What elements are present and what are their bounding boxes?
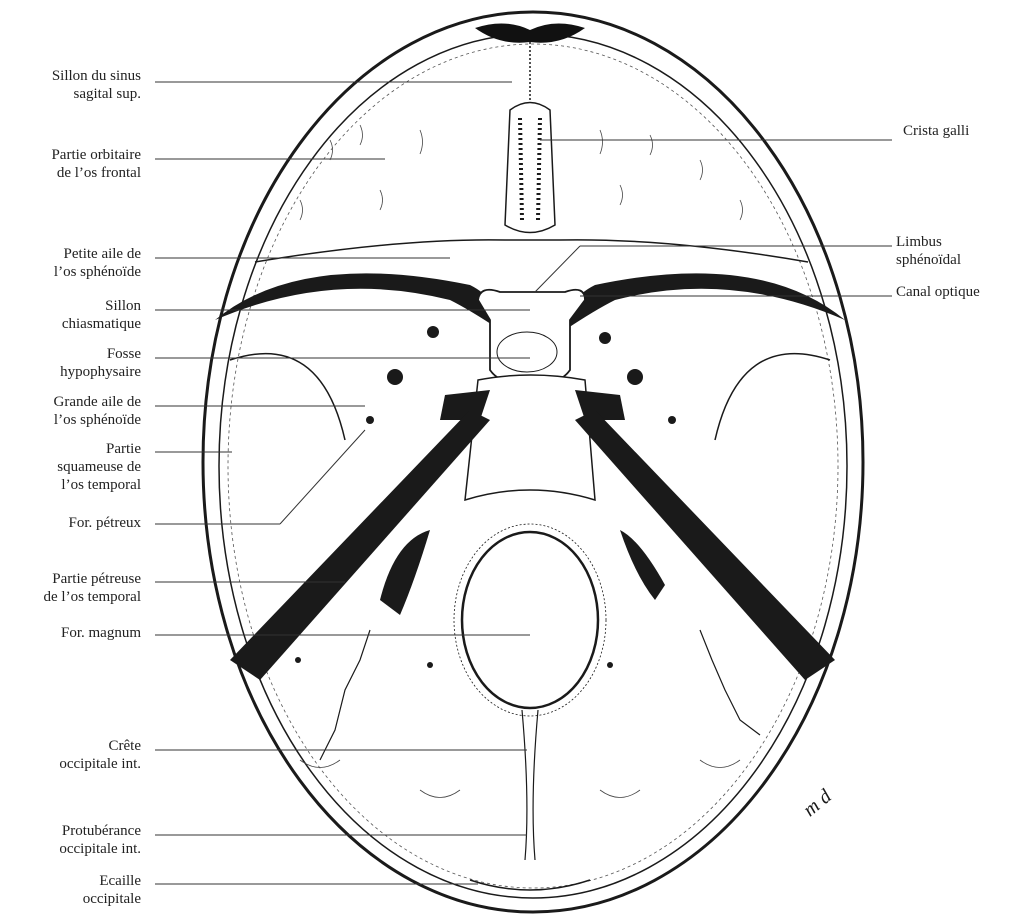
- lesser-wing-ridge: [215, 273, 500, 330]
- label-crete-occipitale: Crête occipitale int.: [59, 737, 141, 773]
- label-partie-petreuse: Partie pétreuse de l’os temporal: [44, 570, 141, 606]
- label-partie-squameuse: Partie squameuse de l’os temporal: [57, 440, 141, 494]
- frontal-sinus: [475, 23, 585, 42]
- label-petite-aile: Petite aile de l’os sphénoïde: [54, 245, 141, 281]
- sella-turcica: [478, 290, 585, 385]
- label-sillon-chiasmatique: Sillon chiasmatique: [62, 297, 141, 333]
- label-protuberance: Protubérance occipitale int.: [59, 822, 141, 858]
- occipital-crest: [522, 710, 538, 860]
- label-sillon-sinus: Sillon du sinus sagital sup.: [52, 67, 141, 103]
- artist-signature: m d: [799, 785, 836, 821]
- label-partie-orbitaire: Partie orbitaire de l’os frontal: [51, 146, 141, 182]
- label-limbus: Limbus sphénoïdal: [896, 233, 961, 269]
- label-canal-optique: Canal optique: [896, 283, 980, 301]
- label-for-petreux: For. pétreux: [69, 514, 142, 532]
- foramen-magnum-shape: [462, 532, 598, 708]
- petrous-ridge-right: [575, 410, 835, 680]
- label-grande-aile: Grande aile de l’os sphénoïde: [54, 393, 141, 429]
- crista-galli-shape: [505, 103, 555, 233]
- label-ecaille: Ecaille occipitale: [83, 872, 141, 908]
- label-for-magnum: For. magnum: [61, 624, 141, 642]
- petrous-ridge-left: [230, 410, 490, 680]
- label-fosse-hypophysaire: Fosse hypophysaire: [60, 345, 141, 381]
- label-crista-galli: Crista galli: [903, 122, 969, 140]
